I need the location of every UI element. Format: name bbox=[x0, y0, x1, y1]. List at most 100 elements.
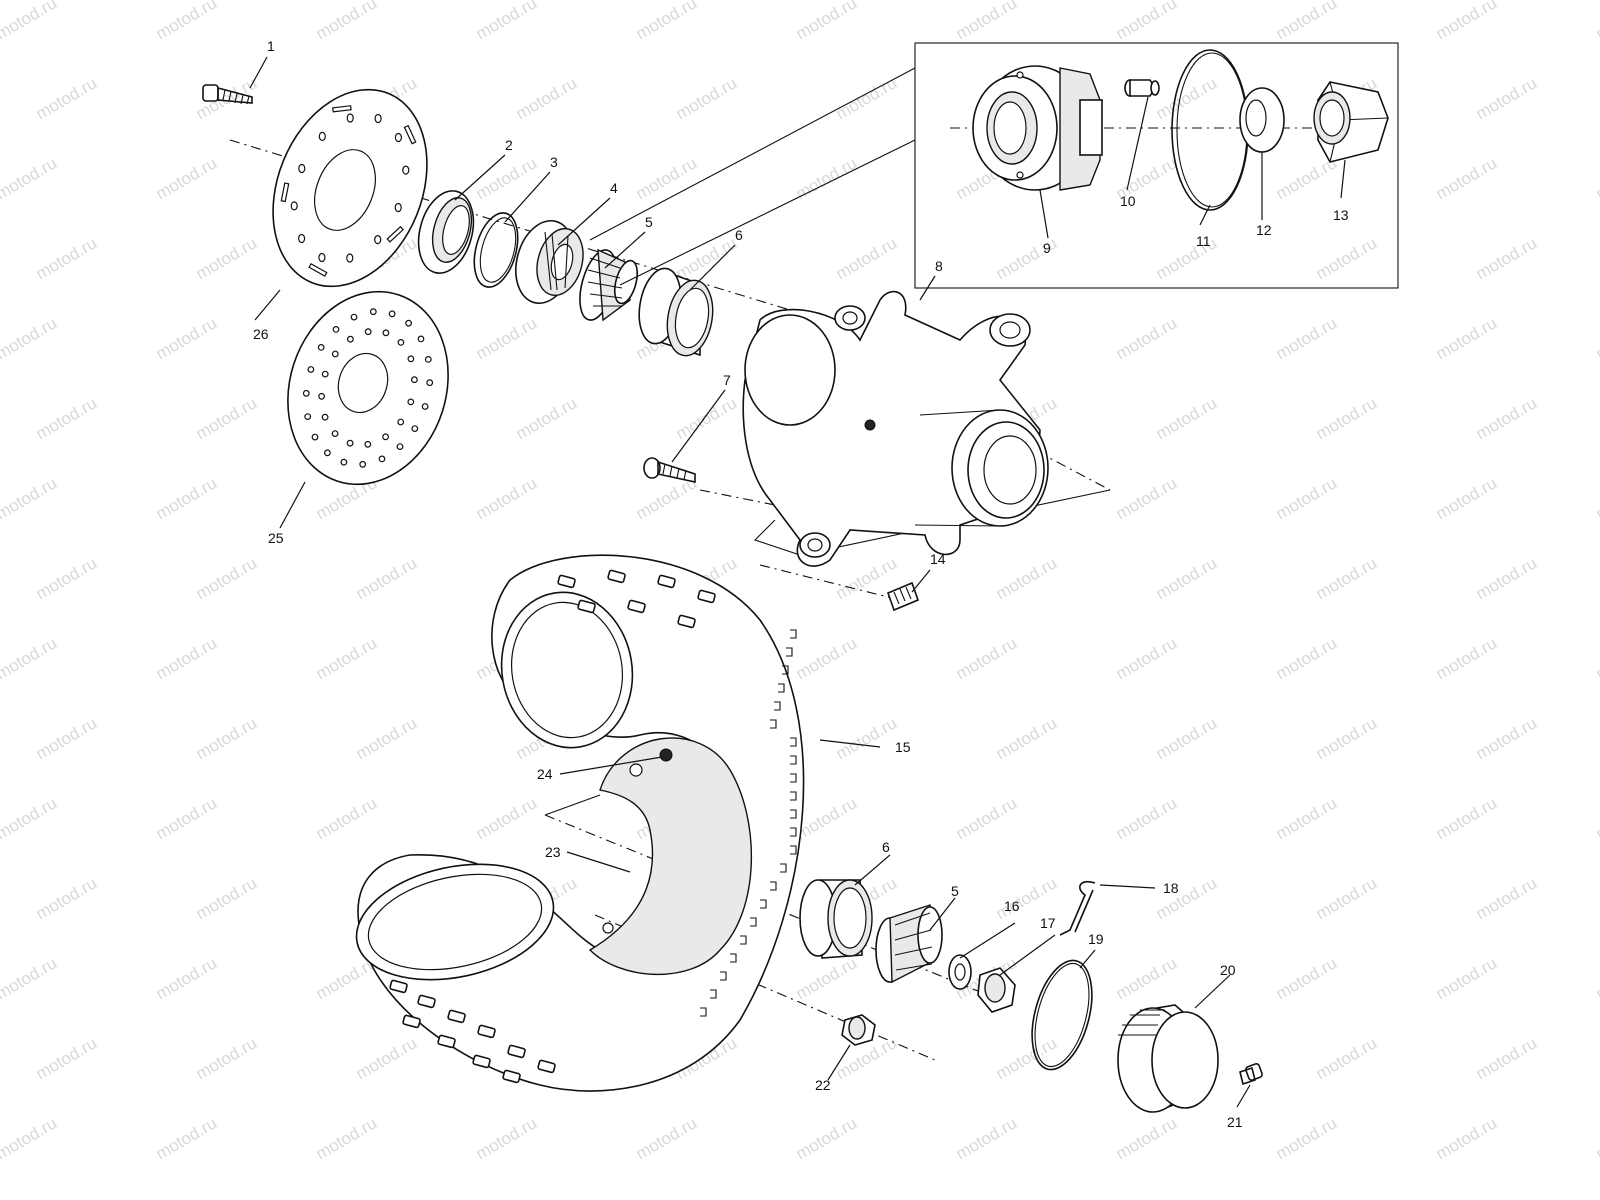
watermark-text: motod.ru bbox=[153, 0, 221, 43]
watermark-text: motod.ru bbox=[313, 1113, 381, 1163]
watermark-text: motod.ru bbox=[1273, 313, 1341, 363]
disc-hole bbox=[364, 440, 372, 448]
callout-6-bottom: 6 bbox=[882, 839, 890, 855]
watermark-text: motod.ru bbox=[1433, 0, 1501, 43]
callout-3: 3 bbox=[550, 154, 558, 170]
tread-lug bbox=[780, 863, 787, 873]
leader-lines bbox=[249, 56, 1346, 1108]
watermark-text: motod.ru bbox=[473, 1113, 541, 1163]
watermark-text: motod.ru bbox=[153, 153, 221, 203]
tread-block bbox=[437, 1034, 456, 1049]
watermark-text: motod.ru bbox=[0, 633, 60, 683]
disc-hole bbox=[318, 392, 326, 400]
tread-lug bbox=[790, 809, 797, 819]
disc-hole bbox=[346, 113, 354, 123]
disc-hole bbox=[411, 376, 418, 384]
watermark-text: motod.ru bbox=[1273, 633, 1341, 683]
tread-block bbox=[537, 1059, 556, 1074]
tread-lug bbox=[770, 881, 777, 891]
callout-23: 23 bbox=[545, 844, 561, 860]
tread-lug bbox=[790, 845, 797, 855]
disc-hole bbox=[331, 350, 339, 358]
watermark-text: motod.ru bbox=[633, 153, 701, 203]
hub-cap-20 bbox=[1117, 1004, 1219, 1113]
disc-hole bbox=[304, 413, 312, 421]
disc-slot bbox=[403, 124, 417, 145]
watermark-text: motod.ru bbox=[0, 313, 60, 363]
watermark-text: motod.ru bbox=[193, 1193, 261, 1200]
watermark-text: motod.ru bbox=[1473, 1193, 1541, 1200]
tread-lug bbox=[740, 935, 747, 945]
watermark-text: motod.ru bbox=[0, 473, 60, 523]
hex-nut-13 bbox=[1313, 81, 1389, 163]
watermark-text: motod.ru bbox=[1153, 553, 1221, 603]
disc-slot bbox=[280, 182, 290, 203]
wheel-rim bbox=[588, 737, 753, 976]
tread-lug bbox=[778, 683, 785, 693]
disc-hole bbox=[318, 252, 326, 263]
watermark-text: motod.ru bbox=[33, 713, 101, 763]
detail-inset-box bbox=[589, 42, 1399, 289]
watermark-text: motod.ru bbox=[1313, 393, 1381, 443]
watermark-text: motod.ru bbox=[1313, 1033, 1381, 1083]
watermark-text: motod.ru bbox=[1473, 1033, 1541, 1083]
callout-20: 20 bbox=[1220, 962, 1236, 978]
disc-hole bbox=[311, 433, 319, 441]
watermark-text: motod.ru bbox=[1473, 73, 1541, 123]
watermark-text: motod.ru bbox=[993, 713, 1061, 763]
bolt-7 bbox=[643, 457, 696, 483]
callout-15: 15 bbox=[895, 739, 911, 755]
tread-lug bbox=[790, 755, 797, 765]
watermark-text: motod.ru bbox=[513, 1193, 581, 1200]
tread-lug bbox=[750, 917, 757, 927]
tread-lug bbox=[790, 791, 797, 801]
watermark-text: motod.ru bbox=[1593, 0, 1600, 43]
watermark-text: motod.ru bbox=[833, 1193, 901, 1200]
watermark-text: motod.ru bbox=[33, 233, 101, 283]
callout-19: 19 bbox=[1088, 931, 1104, 947]
watermark-text: motod.ru bbox=[33, 553, 101, 603]
watermark-text: motod.ru bbox=[1313, 873, 1381, 923]
watermark-text: motod.ru bbox=[33, 873, 101, 923]
watermark-text: motod.ru bbox=[33, 393, 101, 443]
callout-13: 13 bbox=[1333, 207, 1349, 223]
watermark-text: motod.ru bbox=[1313, 713, 1381, 763]
callout-25: 25 bbox=[268, 530, 284, 546]
tread-lug bbox=[774, 701, 781, 711]
disc-hole bbox=[324, 449, 331, 457]
washer-16 bbox=[948, 954, 972, 990]
tread-block bbox=[472, 1054, 491, 1069]
disc-hole bbox=[378, 455, 386, 463]
watermark-text: motod.ru bbox=[0, 0, 60, 43]
disc-hole bbox=[374, 113, 382, 124]
callout-10: 10 bbox=[1120, 193, 1136, 209]
o-ring-19 bbox=[1031, 959, 1093, 1071]
watermark-text: motod.ru bbox=[1313, 553, 1381, 603]
watermark-text: motod.ru bbox=[953, 1113, 1021, 1163]
watermark-text: motod.ru bbox=[153, 313, 221, 363]
watermark-text: motod.ru bbox=[1153, 1193, 1221, 1200]
hub-carrier-4 bbox=[515, 219, 584, 305]
watermark-text: motod.ru bbox=[1113, 0, 1181, 43]
disc-hole bbox=[382, 329, 390, 337]
bearing-cup-6-top bbox=[638, 267, 714, 357]
tread-lug bbox=[790, 827, 797, 837]
watermark-text: motod.ru bbox=[793, 633, 861, 683]
watermark-text: motod.ru bbox=[1593, 633, 1600, 683]
watermark-text: motod.ru bbox=[1113, 633, 1181, 683]
watermark-text: motod.ru bbox=[633, 1113, 701, 1163]
disc-hole bbox=[332, 326, 340, 333]
watermark-text: motod.ru bbox=[633, 0, 701, 43]
callout-7: 7 bbox=[723, 372, 731, 388]
watermark-text: motod.ru bbox=[1273, 473, 1341, 523]
disc-slot bbox=[308, 262, 328, 277]
disc-hole bbox=[411, 425, 419, 433]
tread-lug bbox=[730, 953, 737, 963]
watermark-text: motod.ru bbox=[793, 153, 861, 203]
disc-hole bbox=[394, 202, 402, 213]
disc-hole bbox=[388, 310, 396, 318]
watermark-text: motod.ru bbox=[0, 153, 60, 203]
tread-block bbox=[417, 994, 436, 1009]
watermark-text: motod.ru bbox=[1433, 1113, 1501, 1163]
